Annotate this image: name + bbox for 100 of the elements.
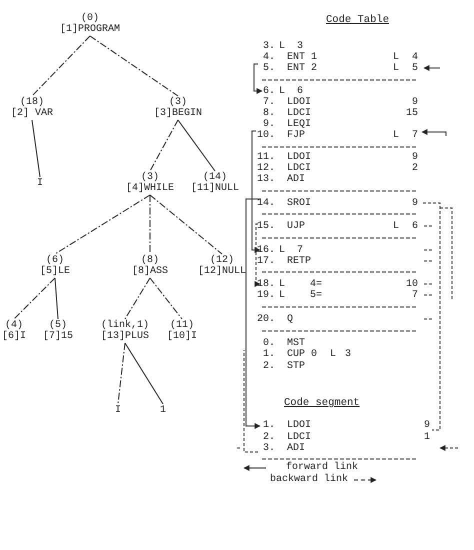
tree-node-label: [6]I (2, 331, 26, 342)
code-cell: MST (287, 338, 306, 349)
code-cell: 15. (256, 221, 275, 232)
node-index: (3) (169, 97, 187, 108)
code-cell: 20. (256, 314, 275, 325)
node-index: (12) (210, 255, 234, 266)
code-cell: CUP 0 (287, 349, 318, 360)
code-cell: 17. (256, 256, 275, 267)
code-cell: L (279, 86, 286, 97)
code-cell: 18. (256, 279, 275, 290)
tree-node-label: [10]I (167, 331, 197, 342)
tree-node-label: [11]NULL (191, 183, 239, 194)
tree-node-label: [5]LE (40, 266, 70, 277)
code-cell: 3 (345, 349, 352, 360)
tree-node-label: I (37, 178, 43, 189)
code-cell: UJP (287, 221, 306, 232)
tree-branch-line (178, 120, 216, 172)
code-cell: 4= (310, 279, 322, 290)
code-cell: 1. (262, 420, 275, 431)
tree-branch-line (124, 342, 164, 404)
code-cell: 14. (256, 198, 275, 209)
tree-branch-line (150, 278, 182, 320)
tree-branch-line (118, 342, 126, 404)
code-cell: L (330, 349, 336, 360)
tree-branch-line (54, 194, 150, 254)
tree-branch-line (32, 120, 40, 178)
code-cell: 9 (412, 198, 418, 209)
code-cell: LDOI (287, 97, 312, 108)
legend-label: forward link (286, 462, 358, 473)
code-cell: 4. (262, 52, 275, 63)
code-cell: 9. (262, 119, 275, 130)
node-index: (link,1) (101, 320, 149, 331)
tree-branch-line (90, 36, 178, 96)
code-cell: LEQI (287, 119, 312, 130)
code-cell: 10. (256, 130, 275, 141)
code-cell: 7 (297, 245, 304, 256)
tree-node-label: [12]NULL (198, 266, 246, 277)
tree-branch-line (150, 120, 178, 172)
code-cell: LDCI (287, 432, 312, 443)
code-cell: LDOI (287, 420, 312, 431)
node-index: (4) (5, 320, 23, 331)
tree-branch-line (32, 36, 90, 96)
code-cell: 9 (412, 152, 418, 163)
code-cell: ENT 2 (287, 63, 318, 74)
code-cell: L (279, 41, 286, 52)
code-cell: RETP (287, 256, 312, 267)
code-cell: 3. (262, 443, 275, 454)
code-cell: L (279, 279, 286, 290)
tree-node-label: [1]PROGRAM (60, 24, 120, 35)
code-cell: 11. (256, 152, 275, 163)
code-cell: 1 (424, 432, 430, 443)
code-cell: LDOI (287, 152, 312, 163)
code-cell: SROI (287, 198, 312, 209)
code-cell: 16. (256, 245, 275, 256)
code-cell: 6 (412, 221, 418, 232)
code-cell: L (279, 290, 286, 301)
legend-label: backward link (270, 474, 348, 485)
node-index: (0) (81, 13, 99, 24)
code-cell: ENT 1 (287, 52, 318, 63)
code-cell: 5. (262, 63, 275, 74)
tree-node-label: [7]15 (43, 331, 73, 342)
code-cell: 7. (262, 97, 275, 108)
code-cell: L (393, 221, 400, 232)
tree-branch-line (14, 278, 56, 320)
code-cell: 2. (262, 361, 275, 372)
node-index: (8) (141, 255, 159, 266)
code-cell: L (393, 52, 400, 63)
code-cell: LDCI (287, 108, 312, 119)
code-cell: STP (287, 361, 306, 372)
node-index: (3) (141, 172, 159, 183)
code-cell: ADI (287, 174, 306, 185)
code-cell: 0. (262, 338, 275, 349)
tree-node-label: [2] VAR (11, 108, 53, 119)
code-cell: FJP (287, 130, 306, 141)
code-cell: 7 (412, 130, 418, 141)
tree-node-label: I (115, 405, 121, 416)
tree-node-label: [3]BEGIN (154, 108, 202, 119)
code-cell: 4 (412, 52, 418, 63)
code-cell: L (393, 63, 400, 74)
table-heading: Code Table (326, 15, 390, 26)
node-index: (11) (170, 320, 194, 331)
tree-branch-line (150, 194, 222, 254)
code-cell: 8. (262, 108, 275, 119)
tree-branch-line (54, 278, 58, 320)
code-cell: 5 (412, 63, 418, 74)
code-cell: 2. (262, 432, 275, 443)
node-index: (18) (20, 97, 45, 108)
code-cell: 3 (297, 41, 304, 52)
code-cell: 1. (262, 349, 275, 360)
node-index: (5) (49, 320, 67, 331)
code-cell: 9 (424, 420, 430, 431)
code-cell: 19. (256, 290, 275, 301)
code-cell: 6 (297, 86, 304, 97)
code-cell: 2 (412, 163, 418, 174)
tree-node-label: [4]WHILE (126, 183, 174, 194)
code-cell: L (279, 245, 286, 256)
tree-node-label: [8]ASS (132, 266, 168, 277)
code-cell: LDCI (287, 163, 312, 174)
tree-node-label: 1 (160, 405, 166, 416)
code-cell: 10 (406, 279, 418, 290)
